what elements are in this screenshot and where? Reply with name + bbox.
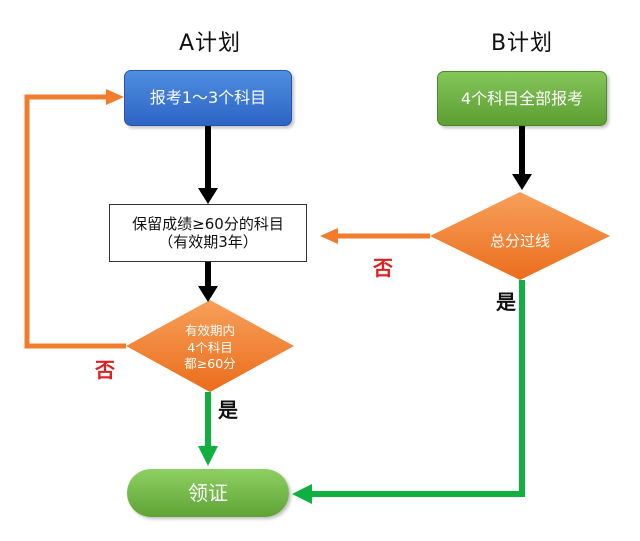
plan-a-heading: A计划 [178,31,242,56]
decision-b-label: 总分过线 [489,231,550,250]
edge-label-a-yes: 是 [218,398,238,422]
arrow-b-no-to-keep [320,228,430,244]
node-b-register: 4个科目全部报考 [437,71,607,126]
decision-a-line2: 4个科目 [187,339,233,355]
edge-label-b-no: 否 [373,256,393,280]
edge-label-b-yes: 是 [496,290,516,314]
keep-scores-line2: （有效期3年） [158,233,258,251]
plan-b-heading: B计划 [490,31,554,56]
arrow-blue-to-keep [198,126,218,204]
decision-a-line1: 有效期内 [184,322,235,338]
node-keep-scores: 保留成绩≥60分的科目 （有效期3年） [109,204,307,262]
arrow-b-yes-to-cert [292,280,525,504]
node-certificate: 领证 [127,469,289,517]
decision-a-label: 有效期内 4个科目 都≥60分 [160,308,260,388]
decision-diamond-b [430,192,610,280]
arrow-a-yes-to-cert [198,392,218,466]
decision-a-line3: 都≥60分 [184,356,236,372]
node-a-register: 报考1～3个科目 [124,70,292,126]
decision-diamond-a [126,300,294,392]
arrow-keep-to-diamond-a [198,262,218,302]
arrow-a-no-loop [24,89,126,349]
edge-label-a-no: 否 [95,358,115,382]
arrow-green-to-diamond-b [512,126,532,190]
keep-scores-line1: 保留成绩≥60分的科目 [132,215,284,233]
